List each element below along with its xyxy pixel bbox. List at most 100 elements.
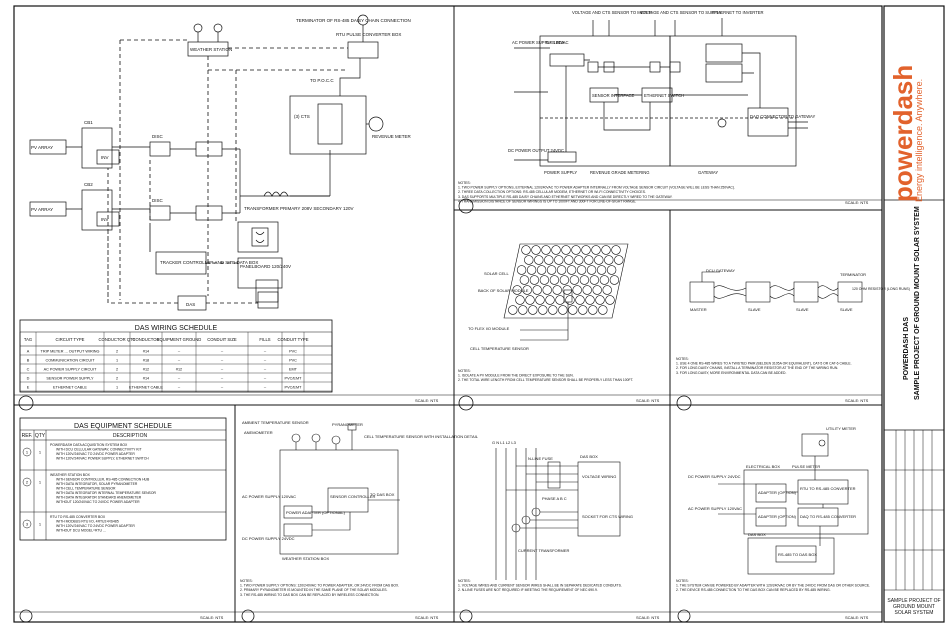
note-line: NOTES:	[458, 369, 471, 373]
solar-cell	[602, 285, 612, 295]
note-line: 3. THE RS-485 WIRING TO DAS BOX CAN BE R…	[240, 593, 379, 597]
solar-cell	[546, 265, 557, 275]
solar-cell	[508, 305, 518, 315]
solar-cell	[592, 285, 602, 295]
inverter-2-label: INV	[101, 217, 109, 222]
solar-cell	[525, 295, 535, 305]
pyranometer-label: PYRANOMETER	[332, 422, 363, 427]
solar-cell	[571, 245, 581, 255]
ws-box-label: WEATHER STATION BOX	[282, 556, 329, 561]
das-box-title: DAS BOX	[546, 40, 565, 45]
wiring-cell: --	[264, 350, 267, 354]
solar-cell	[518, 305, 528, 315]
equip-header-cell: DESCRIPTION	[113, 433, 148, 439]
wiring-header-cell: CIRCUIT TYPE	[56, 337, 85, 342]
terminator-resistor-label: 120 OHM RESISTOR (LONG RUNS)	[852, 287, 910, 291]
solar-cell	[595, 295, 605, 305]
site-diagram	[29, 14, 384, 311]
rpm-utility-label: UTILITY METER	[826, 426, 856, 431]
equip-desc-line: WITH CELL TEMPERATURE SENSOR	[56, 487, 116, 491]
wiring-cell: A	[27, 350, 30, 354]
wiring-cell: PVC	[289, 359, 297, 363]
wiring-cell: --	[264, 386, 267, 390]
sheet-subtitle: POWERDASH DAS	[903, 316, 910, 380]
ac-power-label: AC POWER SUPPLY 120VAC	[512, 40, 569, 45]
note-line: 4. TRANSMISSION DISTANCE OF SENSOR WIRIN…	[458, 199, 636, 203]
solar-cell	[596, 265, 607, 275]
solar-cell	[566, 265, 577, 275]
note-line: 2. THREE DATA COLLECTION OPTIONS: RS-485…	[458, 190, 646, 194]
solar-cell	[601, 245, 611, 255]
disconnect-1-label: DISC	[152, 134, 164, 139]
wiring-header-cell: TAG	[24, 337, 32, 342]
ws-adapter-label: POWER ADAPTER (OPTIONAL)	[286, 510, 346, 515]
pulse-meter-detail	[718, 433, 869, 575]
note-line: NOTES:	[458, 579, 471, 583]
solar-cell	[614, 255, 624, 265]
wiring-cell: --	[221, 350, 224, 354]
wiring-cell: PVC	[289, 350, 297, 354]
equip-qty: 1	[39, 450, 42, 455]
solar-cell	[559, 275, 570, 285]
solar-cell	[598, 305, 608, 315]
tracker-label: TRACKER CONTROLLER AND SITE DATA BOX	[160, 260, 258, 265]
rpm-pulse-label: PULSE METER	[792, 464, 820, 469]
equipment-schedule-title: DAS EQUIPMENT SCHEDULE	[74, 423, 172, 430]
rpm-adapter-2-label: ADAPTER (OPTION)	[758, 514, 797, 519]
solar-cell	[574, 255, 584, 265]
equip-ref-marker	[22, 519, 32, 529]
terminator-label: TERMINATOR	[840, 272, 866, 277]
wiring-cell: 2	[116, 350, 118, 354]
note-line: 2. N-LINE FUSES ARE NOT REQUIRED IF MEET…	[458, 588, 598, 592]
solar-cell	[524, 255, 534, 265]
dashed-comm-lines	[107, 39, 348, 304]
ws-ac-label: AC POWER SUPPLY 120VAC	[242, 494, 296, 499]
solar-cell	[579, 275, 590, 285]
disconnect-2-label: DISC	[152, 198, 164, 203]
connector-label: DAQ CONNECTOR TO GATEWAY	[750, 114, 816, 119]
equip-ref-marker	[22, 477, 32, 487]
solar-cell	[558, 305, 568, 315]
panelboard-label: PANELBOARD 120/240V	[240, 264, 291, 269]
solar-cell	[536, 265, 547, 275]
scale-label: SCALE: NTS	[845, 615, 869, 620]
sensor-interface-label: SENSOR INTERFACE	[592, 93, 635, 98]
solar-cell	[594, 255, 604, 265]
equip-header-cell: QTY	[35, 433, 46, 439]
ambient-sensor-label: AMBIENT TEMPERATURE SENSOR	[242, 420, 309, 425]
wiring-cell: --	[264, 359, 267, 363]
scale-label: SCALE: NTS	[636, 398, 660, 403]
solar-cell	[544, 255, 554, 265]
equip-desc-line: RTU TO RS-485 CONVERTER BOX	[50, 515, 106, 519]
note-line: 1. TWO POWER SUPPLY OPTIONS, EXTERNAL 12…	[458, 186, 735, 190]
wiring-cell: --	[178, 386, 181, 390]
wiring-cell: B	[27, 359, 30, 363]
solar-cell	[549, 275, 560, 285]
rpm-ac-label: AC POWER SUPPLY 120VAC	[688, 506, 742, 511]
wiring-cell: D	[27, 377, 30, 381]
wiring-cell: SENSOR POWER SUPPLY	[46, 377, 94, 381]
equip-desc-line: WITH DATA INTEGRATOR INTERNAL TEMPERATUR…	[56, 491, 156, 495]
equip-qty: 1	[39, 480, 42, 485]
solar-cell	[529, 275, 540, 285]
equip-desc-line: WITH SENSOR CONTROLLER, RS-485 CONNECTIO…	[56, 478, 150, 482]
note-line: 3. DAS SUPPORTS MULTIPLE RS-485 DAISY CH…	[458, 195, 673, 199]
voltage-sensor-label: VOLTAGE AND CTS SENSOR TO METER	[572, 10, 652, 15]
wiring-cell: --	[178, 377, 181, 381]
solar-cell	[586, 265, 597, 275]
solar-cell	[522, 285, 532, 295]
rpm-converter-label: RTU TO RS-485 CONVERTER	[800, 486, 856, 491]
solar-cell	[535, 295, 545, 305]
master-label: MASTER	[690, 307, 707, 312]
das-block-diagram	[514, 18, 808, 167]
solar-cell	[528, 305, 538, 315]
poc-label: TO P.O.C.C	[310, 78, 334, 83]
scale-label: SCALE: NTS	[200, 615, 224, 620]
ct-voltage-label: VOLTAGE WIRING	[582, 474, 616, 479]
ct-fuse-label: N-LINE FUSE	[528, 456, 553, 461]
rpm-dc-label: DC POWER SUPPLY 24VDC	[688, 474, 741, 479]
ethernet-switch-label: ETHERNET SWITCH	[644, 93, 684, 98]
solar-cell	[599, 275, 610, 285]
anemometer-label: ANEMOMETER	[244, 430, 273, 435]
